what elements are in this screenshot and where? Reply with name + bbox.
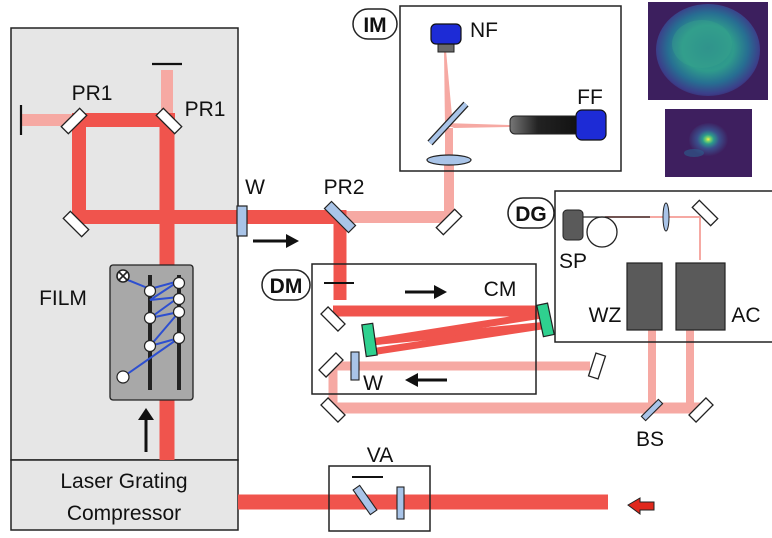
im-lens <box>427 155 471 165</box>
ff-camera-icon <box>510 110 606 140</box>
curved-mirror-right <box>537 303 554 337</box>
far-field-image <box>665 109 752 177</box>
black-arrow-icon-left-dm <box>405 373 447 387</box>
film-label: FILM <box>39 287 87 310</box>
ff-label: FF <box>577 86 603 109</box>
w-dm-label: W <box>363 372 383 395</box>
compressor-label-2: Compressor <box>67 502 181 525</box>
va-plate-2 <box>397 487 404 519</box>
near-field-image <box>648 2 768 100</box>
va-label: VA <box>367 444 393 467</box>
dm-badge-text: DM <box>270 275 303 298</box>
black-arrow-icon-right-main <box>253 234 299 248</box>
bs-label: BS <box>636 428 664 451</box>
spectrometer-icon <box>563 210 650 247</box>
window-dm <box>351 352 359 380</box>
w-main-label: W <box>245 176 265 199</box>
curved-mirror-left <box>362 323 377 356</box>
pr2-label: PR2 <box>324 176 365 199</box>
external-mirror <box>589 353 606 379</box>
red-arrow-icon <box>628 498 654 514</box>
dg-badge-text: DG <box>515 203 547 226</box>
cm-label: CM <box>484 278 517 301</box>
im-badge-text: IM <box>363 14 386 37</box>
ac-detector <box>676 263 725 330</box>
compressor-label-1: Laser Grating <box>60 470 187 493</box>
dg-mirror <box>692 200 717 225</box>
ac-label: AC <box>731 304 760 327</box>
beam-ff-cone <box>444 123 510 128</box>
nf-camera-icon <box>431 24 461 52</box>
black-arrow-icon-right-dm <box>405 285 447 299</box>
pr1-right-label: PR1 <box>185 98 226 121</box>
wz-label: WZ <box>589 304 622 327</box>
pr1-left-label: PR1 <box>72 82 113 105</box>
nf-label: NF <box>470 19 498 42</box>
window-main <box>237 206 247 236</box>
dg-lens <box>663 203 669 231</box>
film-input-icon <box>117 270 129 282</box>
wz-detector <box>627 263 662 330</box>
film-module <box>110 265 193 400</box>
sp-label: SP <box>559 250 587 273</box>
